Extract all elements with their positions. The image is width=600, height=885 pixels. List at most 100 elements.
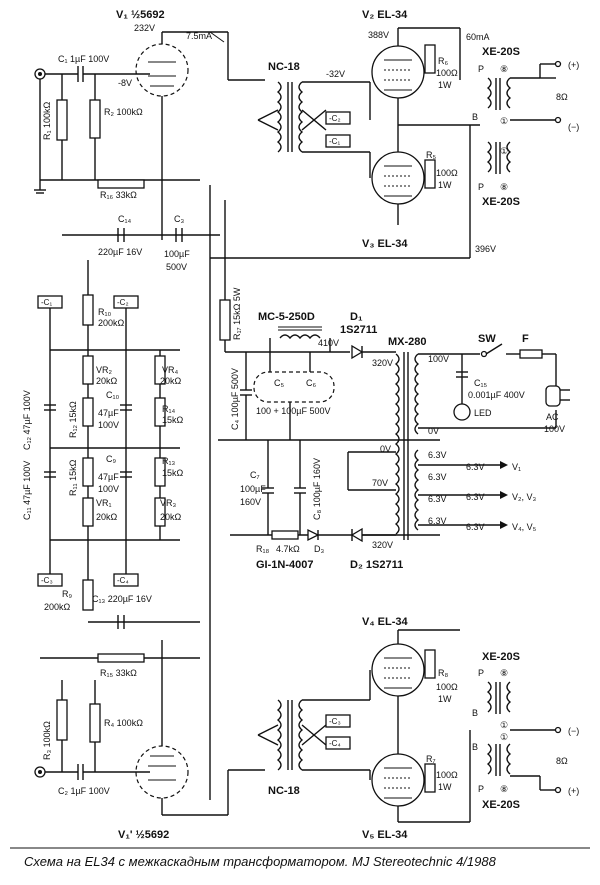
r5-watt: 1W (438, 180, 452, 190)
out-minus-top: (−) (568, 122, 579, 132)
svg-text:6.3V: 6.3V (428, 516, 447, 526)
choke-label: MC-5-250D (258, 311, 315, 323)
v1-current: 7.5mA (186, 31, 212, 41)
svg-text:VR₂: VR₂ (96, 365, 113, 375)
svg-text:47µF: 47µF (98, 472, 119, 482)
svg-text:-C₃: -C₃ (329, 717, 341, 726)
mx280-label: MX-280 (388, 336, 427, 348)
svg-text:-C₂: -C₂ (329, 114, 341, 123)
svg-text:R₁₇ 15kΩ 5W: R₁₇ 15kΩ 5W (232, 287, 242, 340)
r10-label: R₁₀ (98, 307, 112, 317)
out-plus-bottom-terminal[interactable] (554, 786, 562, 794)
xe20s-top1-label: XE-20S (482, 46, 520, 58)
svg-text:C₆: C₆ (306, 378, 316, 388)
ac-plug[interactable] (545, 385, 561, 407)
svg-text:⑧: ⑧ (500, 182, 508, 192)
v2-current: 60mA (466, 32, 490, 42)
xe20s-top2-label: XE-20S (482, 196, 520, 208)
svg-text:C₁₅: C₁₅ (474, 378, 488, 388)
v1-tube (135, 43, 189, 97)
vr1-pot[interactable] (82, 497, 94, 527)
r11-resistor (82, 457, 94, 487)
svg-text:VR₄: VR₄ (162, 365, 179, 375)
svg-text:-C₁: -C₁ (41, 298, 52, 307)
svg-text:VR₁: VR₁ (96, 498, 112, 508)
svg-text:320V: 320V (372, 358, 393, 368)
c3-voltage: 500V (166, 262, 187, 272)
out-minus-bottom-terminal[interactable] (554, 726, 562, 734)
svg-text:100Ω: 100Ω (436, 682, 458, 692)
fil-out-v1: V₁ (512, 462, 521, 472)
r6-value: 100Ω (436, 68, 458, 78)
r4-resistor (89, 703, 101, 743)
nc18-top-primary (276, 81, 282, 153)
svg-text:1W: 1W (438, 782, 452, 792)
power-switch[interactable] (485, 343, 503, 355)
svg-text:①: ① (500, 720, 508, 730)
svg-text:20kΩ: 20kΩ (160, 376, 182, 386)
tag-minus-c1-top (325, 134, 351, 148)
vr4-pot[interactable] (154, 355, 166, 385)
svg-text:C₇: C₇ (250, 470, 260, 480)
vr2-pot[interactable] (82, 355, 94, 385)
r14-resistor (154, 397, 166, 427)
svg-text:0V: 0V (428, 426, 439, 436)
nc18-top-label: NC-18 (268, 61, 300, 73)
out-plus-top-terminal[interactable] (554, 60, 562, 68)
nc18-bottom: -C₃ -C₄ NC-18 (257, 699, 370, 797)
v3-label: V₃ EL-34 (362, 238, 408, 250)
r10-value: 200kΩ (98, 318, 125, 328)
svg-text:20kΩ: 20kΩ (96, 512, 118, 522)
r13-resistor (154, 457, 166, 487)
svg-text:6.3V: 6.3V (466, 462, 485, 472)
v2-plate-voltage: 388V (368, 30, 389, 40)
r3-resistor (56, 699, 68, 741)
d3-type: GI-1N-4007 (256, 559, 313, 571)
svg-text:20kΩ: 20kΩ (96, 376, 118, 386)
svg-text:-C₁: -C₁ (329, 137, 340, 146)
svg-text:P: P (478, 182, 484, 192)
svg-text:6.3V: 6.3V (428, 450, 447, 460)
svg-text:-C₄: -C₄ (329, 739, 341, 748)
svg-text:B: B (472, 708, 478, 718)
svg-text:6.3V: 6.3V (428, 472, 447, 482)
svg-text:⑧: ⑧ (500, 784, 508, 794)
v4-label: V₄ EL-34 (362, 616, 408, 628)
svg-text:P: P (478, 784, 484, 794)
r18-resistor (271, 530, 299, 540)
out-ohm-bottom: 8Ω (556, 756, 568, 766)
svg-text:R₇: R₇ (426, 754, 436, 764)
r5-label: R₅ (426, 150, 436, 160)
nc18-bottom-label: NC-18 (268, 785, 300, 797)
svg-text:-C₃: -C₃ (41, 576, 53, 585)
svg-text:⑧: ⑧ (500, 64, 508, 74)
svg-text:VR₃: VR₃ (160, 498, 177, 508)
fil-out-v45: V₄, V₅ (512, 522, 537, 532)
svg-text:15kΩ: 15kΩ (162, 415, 184, 425)
r5-value: 100Ω (436, 168, 458, 178)
svg-text:C₁₀: C₁₀ (106, 390, 120, 400)
svg-text:C₄ 100µF 500V: C₄ 100µF 500V (230, 368, 240, 430)
svg-text:①: ① (500, 146, 508, 156)
fuse (519, 349, 543, 359)
r1-label: R₁ 100kΩ (42, 101, 52, 140)
svg-text:100µF: 100µF (240, 484, 266, 494)
svg-text:6.3V: 6.3V (466, 522, 485, 532)
r16-label: R₁₆ 33kΩ (100, 190, 137, 200)
d3-diode (307, 528, 320, 542)
svg-text:100Ω: 100Ω (436, 770, 458, 780)
v1-label: V₁ ½5692 (116, 9, 165, 21)
svg-text:R₉: R₉ (62, 589, 72, 599)
schematic-caption: Схема на EL34 с межкаскадным трансформат… (24, 854, 497, 869)
power-supply: R₁₇ 15kΩ 5W MC-5-250D 410V C₄ 100µF 500V… (209, 185, 570, 800)
svg-text:P: P (478, 64, 484, 74)
c3-value: 100µF (164, 249, 190, 259)
vr3-pot[interactable] (154, 497, 166, 527)
svg-text:C₁₁ 47µF 100V: C₁₁ 47µF 100V (22, 461, 32, 520)
out-minus-top-terminal[interactable] (554, 116, 562, 124)
sw-label: SW (478, 333, 496, 345)
svg-text:C₁₂ 47µF 100V: C₁₂ 47µF 100V (22, 390, 32, 450)
r5-resistor (424, 159, 436, 189)
v1-prime-label: V₁' ½5692 (118, 829, 169, 841)
